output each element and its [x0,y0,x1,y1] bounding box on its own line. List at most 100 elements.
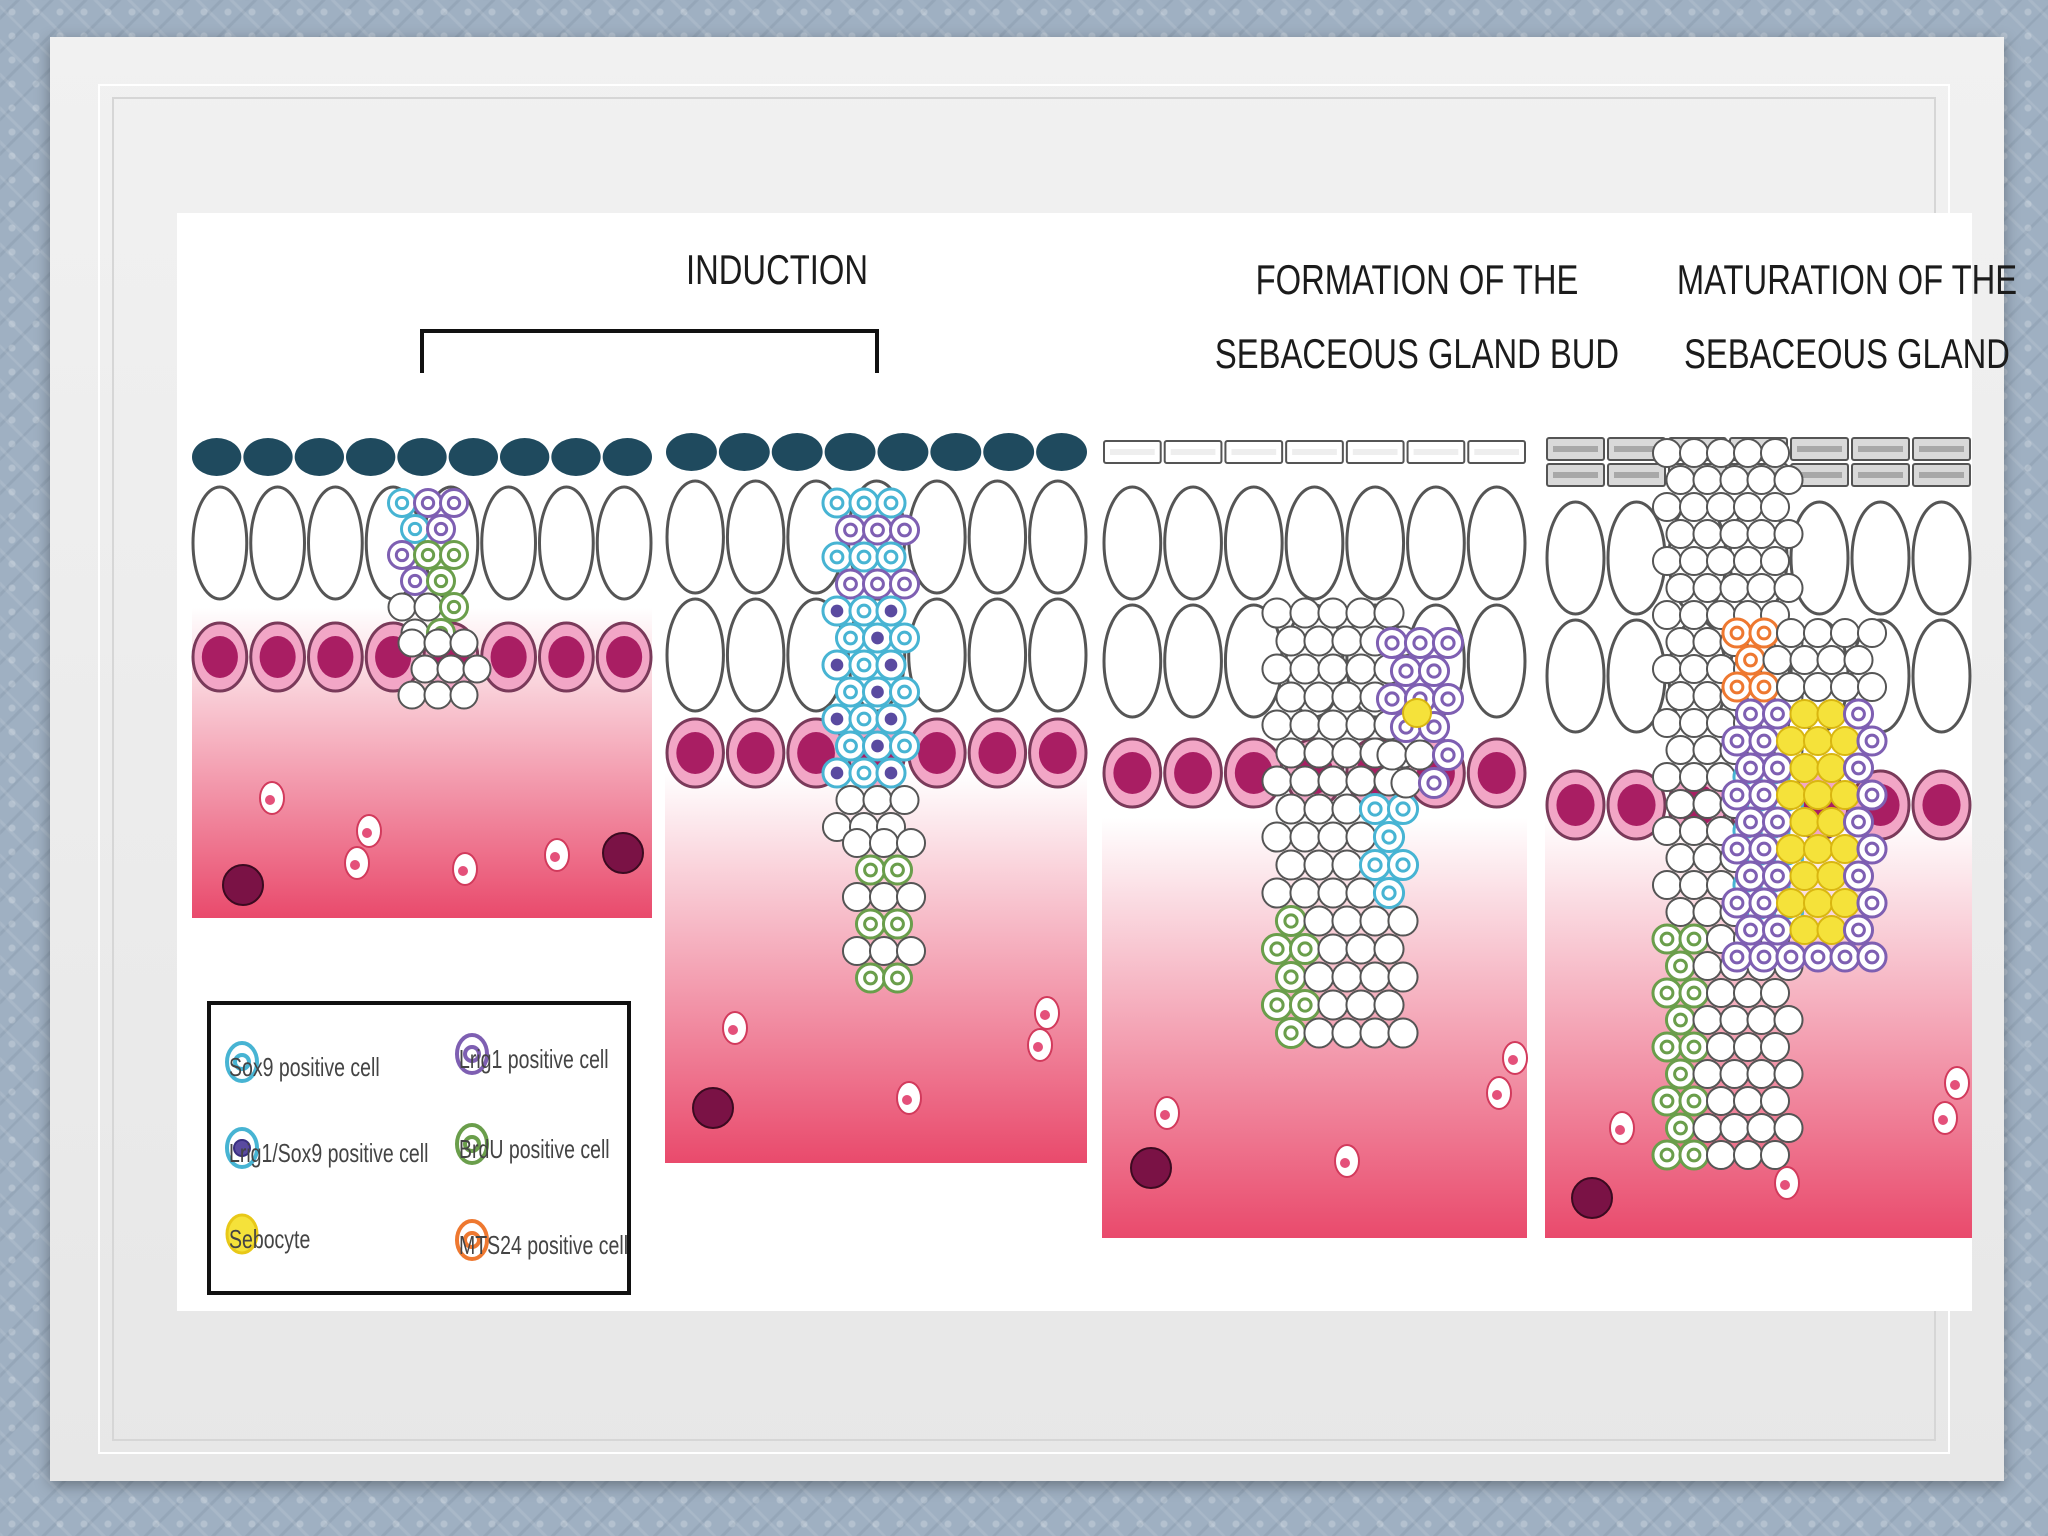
brdu-cell [881,962,914,994]
mts-cell [1734,644,1767,676]
gland-cell [1373,989,1405,1021]
gland-cell [1692,626,1723,658]
gland-cell [1692,464,1723,496]
cornified-cell-band [1292,449,1337,455]
gland-cell [1373,597,1405,629]
gland-cell [1665,518,1696,550]
lrig-cell-nucleus [1851,760,1866,776]
brdu-cell-nucleus [446,547,462,563]
melanocyte-cell [602,832,644,874]
gland-cell [1651,437,1683,469]
lrig-cell-nucleus [1864,841,1880,857]
dermal-cell-nucleus [362,828,372,838]
cornified-cell-band [1614,446,1659,452]
gland-cell [1317,989,1349,1021]
gland-cell [1759,977,1791,1009]
gland-cell [1678,653,1710,685]
lrig-cell-nucleus [407,573,423,589]
gland-cell [1746,1058,1777,1090]
cornified-cell-band [1919,446,1964,452]
dermal-cell-nucleus [1615,1125,1625,1135]
cornified-cell-band [1797,446,1842,452]
sebocyte-cell-icon [225,1213,259,1255]
lrig-cell-nucleus [1851,814,1866,830]
lrig1-cell-icon [455,1033,489,1075]
basal-cell-nucleus [490,636,527,678]
brdu-cell-nucleus [420,547,436,563]
gland-cell [1275,681,1307,713]
lrig-cell-nucleus [1729,895,1745,911]
mts-cell-nucleus [1756,625,1772,641]
gland-cell [1773,1112,1804,1144]
gland-cell [868,935,900,967]
sox9-cell [1358,848,1392,882]
gland-cell [1331,849,1363,881]
lrig-cell [1842,752,1875,784]
gland-cell [1289,821,1321,853]
lrig-cell [1721,779,1753,811]
gland-cell [1773,1004,1804,1036]
gland-cell [1802,617,1834,649]
gland-cell [1359,905,1391,937]
lrig-cell-nucleus [394,547,410,563]
lrig1-sox9-cell-nucleus [884,658,898,672]
gland-cell [868,827,900,859]
brdu-cell [412,539,444,571]
suprabasal-cell [1223,485,1284,601]
gland-cell [1678,545,1710,577]
sebocyte-cell [1816,698,1847,730]
sebocyte-cell [1775,779,1807,811]
brdu-cell-nucleus [1673,1120,1688,1136]
periderm-cell [500,438,550,476]
gland-cell [1732,1085,1764,1117]
gland-cell [1665,896,1696,928]
gland-cell [1705,491,1737,523]
gland-cell [1303,681,1335,713]
lrig-cell [1734,860,1767,892]
lrig-cell-nucleus [1398,663,1414,679]
gland-cell [1345,821,1377,853]
sebaceous-gland-figure: INDUCTION FORMATION OF THE SEBACEOUS GLA… [177,213,2017,1311]
brdu-cell [1678,1085,1710,1117]
gland-cell [1303,737,1335,769]
brdu-cell [1651,1139,1683,1171]
gland-cell [1678,599,1710,631]
gland-cell [1317,821,1349,853]
lrig-cell-nucleus [870,576,885,592]
brdu-cell-nucleus [1283,969,1299,985]
lrig-cell-nucleus [1837,949,1853,965]
periderm-cell [243,438,293,476]
mts-cell [1748,617,1780,649]
periderm-cell [718,433,770,471]
sox9-cell-nucleus [1395,857,1411,873]
dermal-cell-nucleus [1492,1090,1502,1100]
gland-cell [1775,617,1807,649]
lrig-cell-nucleus [1864,787,1880,803]
sebocyte-cell [1789,914,1820,946]
lrig-cell [1775,941,1807,973]
lrig-cell [1431,738,1465,772]
lrig-cell-nucleus [897,522,912,538]
dermal-cell-nucleus [1040,1010,1050,1020]
sox9-cell-nucleus [897,738,912,754]
legend-label: Lrig1/Sox9 positive cell [229,1137,429,1168]
suprabasal-cell [307,485,364,601]
gland-cell [1705,1139,1737,1171]
lrig-cell [834,514,867,546]
sox9-cell [821,487,853,519]
dermal-cell-nucleus [902,1095,912,1105]
suprabasal-cell [665,479,725,595]
sebocyte-cell [1802,725,1834,757]
brdu-cell-nucleus [1659,985,1675,1001]
gland-cell [1289,877,1321,909]
brdu-cell [1651,923,1683,955]
sox9-cell-nucleus [856,549,872,565]
sebocyte-cell [1829,833,1861,865]
lrig-cell [834,568,867,600]
sox9-cell [1386,848,1420,882]
periderm-cell [771,433,823,471]
brdu-cell [1664,1058,1697,1090]
brdu-cell-icon [455,1123,489,1165]
sox9-cell [1358,792,1392,826]
brdu-cell-nucleus [1659,1039,1675,1055]
